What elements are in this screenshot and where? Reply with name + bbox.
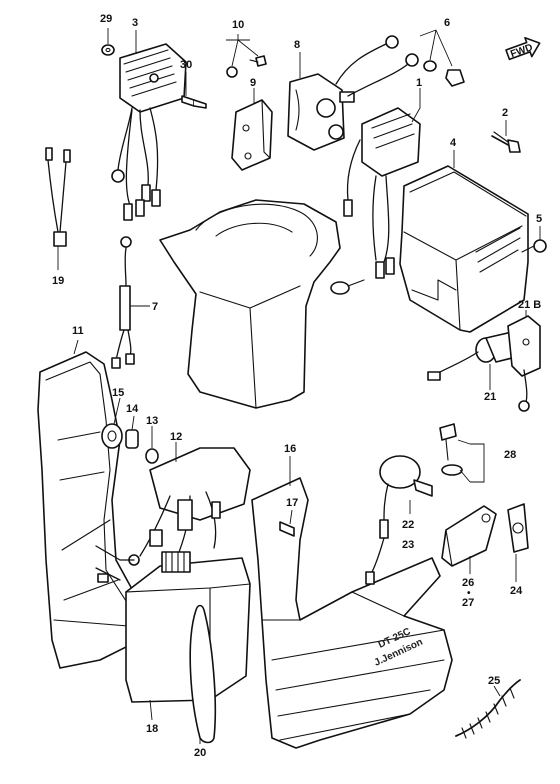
- clip-part-24[interactable]: [507, 503, 529, 553]
- switch-part-21[interactable]: [427, 331, 521, 381]
- callout-4: 4: [450, 137, 457, 149]
- callout-17: 17: [286, 497, 298, 509]
- callout-11: 11: [72, 325, 84, 337]
- callout-26: 26: [462, 577, 474, 589]
- callout-16: 16: [284, 443, 296, 455]
- bushing-part-15[interactable]: [101, 423, 123, 449]
- leader-lines: [57, 28, 541, 744]
- bolt-part-2[interactable]: [491, 131, 521, 153]
- fwd-text: FWD: [509, 42, 534, 60]
- callout-3: 3: [132, 17, 138, 29]
- callout-6: 6: [444, 17, 450, 29]
- sensor-part-22[interactable]: [365, 455, 433, 585]
- callout-18: 18: [146, 723, 158, 735]
- callout-9: 9: [250, 77, 256, 89]
- lower-cover-part-16[interactable]: DT 25C J.Jennison: [251, 477, 453, 749]
- callout-7: 7: [152, 301, 158, 313]
- bracket-part-26[interactable]: [441, 505, 497, 567]
- ignition-unit-part-1[interactable]: [343, 107, 421, 279]
- bracket-part-9[interactable]: [231, 99, 273, 171]
- callout-25: 25: [488, 675, 500, 687]
- screw-part-5[interactable]: [521, 239, 547, 253]
- callout-19: 19: [52, 275, 64, 287]
- washer-part-13[interactable]: [145, 448, 159, 464]
- callout-12: 12: [170, 431, 182, 443]
- callout-23: 23: [402, 539, 414, 551]
- corrugated-tube-part-25[interactable]: [455, 679, 521, 739]
- callout-28: 28: [504, 449, 516, 461]
- screw-near-housing[interactable]: [330, 279, 365, 295]
- callout-numbers: 29 3 30 10 9 8 6 1 2 4 5 19 7 11 21 B 21…: [52, 13, 542, 759]
- box-part-18[interactable]: [125, 551, 251, 703]
- callout-27: 27: [462, 597, 474, 609]
- callout-8: 8: [294, 39, 300, 51]
- upper-housing-unlabeled: [159, 199, 341, 409]
- washer-bolt-part-6[interactable]: [423, 60, 465, 87]
- starter-relay-part-8[interactable]: [287, 35, 419, 151]
- callout-24: 24: [510, 585, 523, 597]
- screw-part-17[interactable]: [279, 521, 295, 537]
- callout-30: 30: [180, 59, 192, 71]
- callout-21: 21: [484, 391, 496, 403]
- bracket-part-21b[interactable]: [507, 315, 541, 412]
- forward-direction-arrow: FWD: [505, 36, 541, 60]
- wire-harness-part-7[interactable]: [111, 236, 135, 369]
- screws-part-10[interactable]: [226, 55, 267, 78]
- callout-21b: 21 B: [518, 299, 541, 311]
- electrical-cover-part-4[interactable]: [399, 165, 529, 333]
- wire-lead-part-19[interactable]: [45, 147, 71, 247]
- rectifier-part-3[interactable]: [111, 43, 187, 221]
- callout-5: 5: [536, 213, 542, 225]
- washer-part-29[interactable]: [101, 44, 115, 56]
- main-harness-connectors: [95, 447, 251, 583]
- callout-dot: •: [467, 588, 471, 599]
- callout-13: 13: [146, 415, 158, 427]
- callout-15: 15: [112, 387, 124, 399]
- screw-part-30[interactable]: [181, 95, 207, 109]
- callout-29: 29: [100, 13, 112, 25]
- callout-10: 10: [232, 19, 244, 31]
- callout-22: 22: [402, 519, 414, 531]
- bolt-washer-part-28[interactable]: [439, 423, 463, 476]
- callout-20: 20: [194, 747, 206, 759]
- lower-frame-part-11[interactable]: [37, 351, 141, 669]
- band-part-20[interactable]: [189, 604, 217, 744]
- callout-2: 2: [502, 107, 508, 119]
- callout-1: 1: [416, 77, 422, 89]
- callout-14: 14: [126, 403, 139, 415]
- bushing-part-14[interactable]: [125, 429, 139, 449]
